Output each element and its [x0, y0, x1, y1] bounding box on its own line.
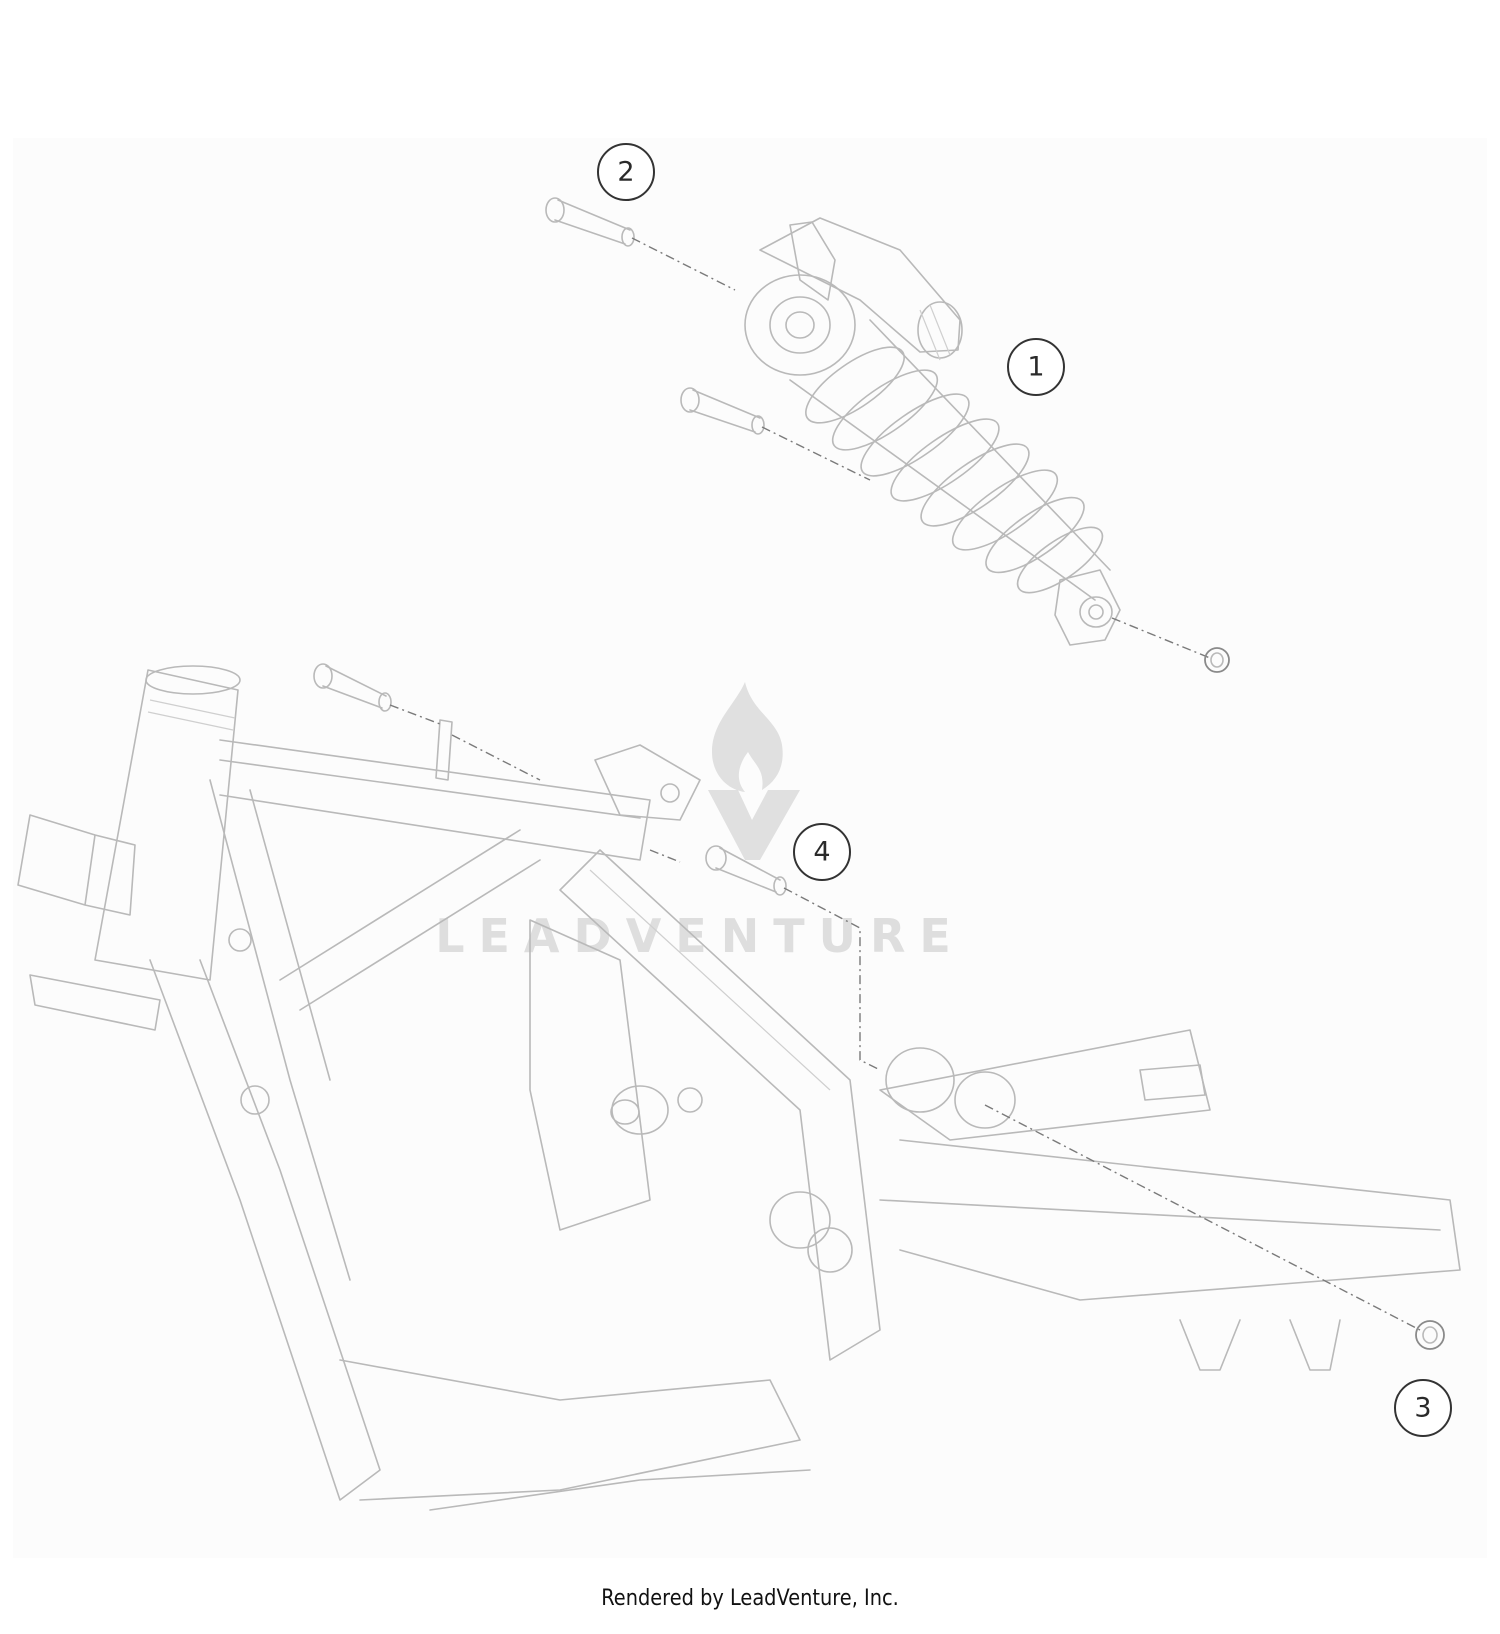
upper-mounting-bolt[interactable] [545, 197, 736, 291]
v-logo-icon [708, 790, 800, 860]
callout-1-label: 1 [1027, 352, 1044, 383]
callout-3[interactable]: 3 [1394, 1379, 1452, 1437]
shock-bolt[interactable] [680, 387, 871, 481]
callout-2-label: 2 [617, 157, 634, 188]
leadventure-watermark: LEADVENTURE [435, 682, 965, 963]
shock-absorber[interactable] [744, 217, 1121, 646]
callout-1[interactable]: 1 [1007, 338, 1065, 396]
shock-lower-nut[interactable] [1111, 617, 1230, 673]
lower-nut[interactable] [984, 1104, 1445, 1350]
render-credit: Rendered by LeadVenture, Inc. [601, 1586, 899, 1611]
watermark-text: LEADVENTURE [435, 909, 965, 963]
motorcycle-frame [17, 665, 1461, 1511]
callout-4-label: 4 [813, 837, 830, 868]
lower-mounting-bolt[interactable] [649, 845, 881, 1071]
callout-2[interactable]: 2 [597, 143, 655, 201]
callout-3-label: 3 [1414, 1393, 1431, 1424]
flame-logo-icon [712, 682, 783, 792]
spring-coils [805, 346, 1104, 594]
frame-top-bolt[interactable] [313, 663, 541, 781]
callout-4[interactable]: 4 [793, 823, 851, 881]
